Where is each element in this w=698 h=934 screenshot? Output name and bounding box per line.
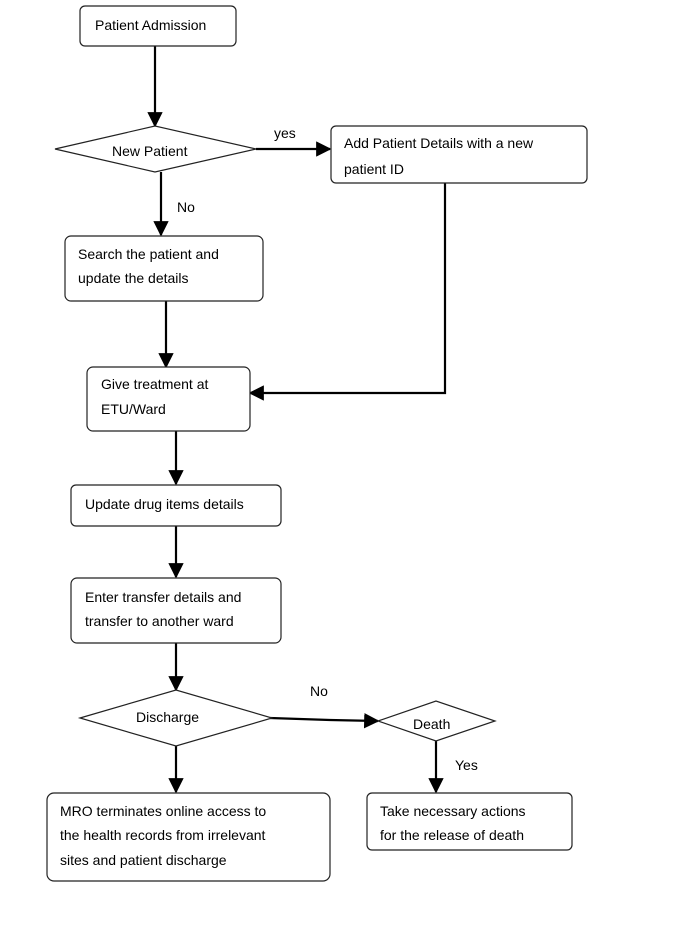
- node-mro-terminates: MRO terminates online access to the heal…: [46, 792, 331, 882]
- edge-labels: yes No No Yes: [177, 125, 478, 773]
- node-mro-terminates-line-1: MRO terminates online access to: [60, 803, 266, 819]
- node-release-of-death: Take necessary actions for the release o…: [366, 792, 573, 851]
- decision-discharge-label: Discharge: [136, 709, 199, 725]
- node-give-treatment: Give treatment at ETU/Ward: [86, 366, 251, 432]
- node-search-patient: Search the patient and update the detail…: [64, 235, 264, 302]
- decision-new-patient-label: New Patient: [112, 143, 188, 159]
- node-give-treatment-line-2: ETU/Ward: [101, 401, 166, 417]
- node-add-patient-details: Add Patient Details with a new patient I…: [330, 125, 588, 184]
- node-update-drug-items-label: Update drug items details: [85, 496, 244, 512]
- edge-label-death-yes: Yes: [455, 757, 478, 773]
- edge-label-discharge-no: No: [310, 683, 328, 699]
- edge-label-yes: yes: [274, 125, 296, 141]
- node-release-of-death-line-1: Take necessary actions: [380, 803, 526, 819]
- edge-discharge-to-death: [269, 713, 380, 729]
- node-release-of-death-line-2: for the release of death: [380, 827, 524, 843]
- node-enter-transfer-line-2: transfer to another ward: [85, 613, 234, 629]
- edges: [147, 46, 447, 794]
- node-search-patient-line-1: Search the patient and: [78, 246, 219, 262]
- decision-death: Death: [376, 700, 497, 742]
- node-search-patient-line-2: update the details: [78, 270, 189, 286]
- decision-discharge: Discharge: [77, 689, 275, 747]
- decision-death-label: Death: [413, 716, 450, 732]
- node-add-patient-details-line-2: patient ID: [344, 161, 404, 177]
- decision-new-patient: New Patient: [54, 125, 257, 173]
- node-enter-transfer-line-1: Enter transfer details and: [85, 589, 241, 605]
- node-patient-admission: Patient Admission: [79, 5, 237, 47]
- node-mro-terminates-line-3: sites and patient discharge: [60, 852, 227, 868]
- edge-add-details-to-treatment: [248, 183, 447, 401]
- node-mro-terminates-line-2: the health records from irrelevant: [60, 827, 266, 843]
- node-enter-transfer: Enter transfer details and transfer to a…: [70, 577, 282, 644]
- edge-label-no: No: [177, 199, 195, 215]
- node-add-patient-details-line-1: Add Patient Details with a new: [344, 135, 534, 151]
- node-give-treatment-line-1: Give treatment at: [101, 376, 208, 392]
- node-patient-admission-label: Patient Admission: [95, 17, 206, 33]
- node-update-drug-items: Update drug items details: [70, 484, 282, 527]
